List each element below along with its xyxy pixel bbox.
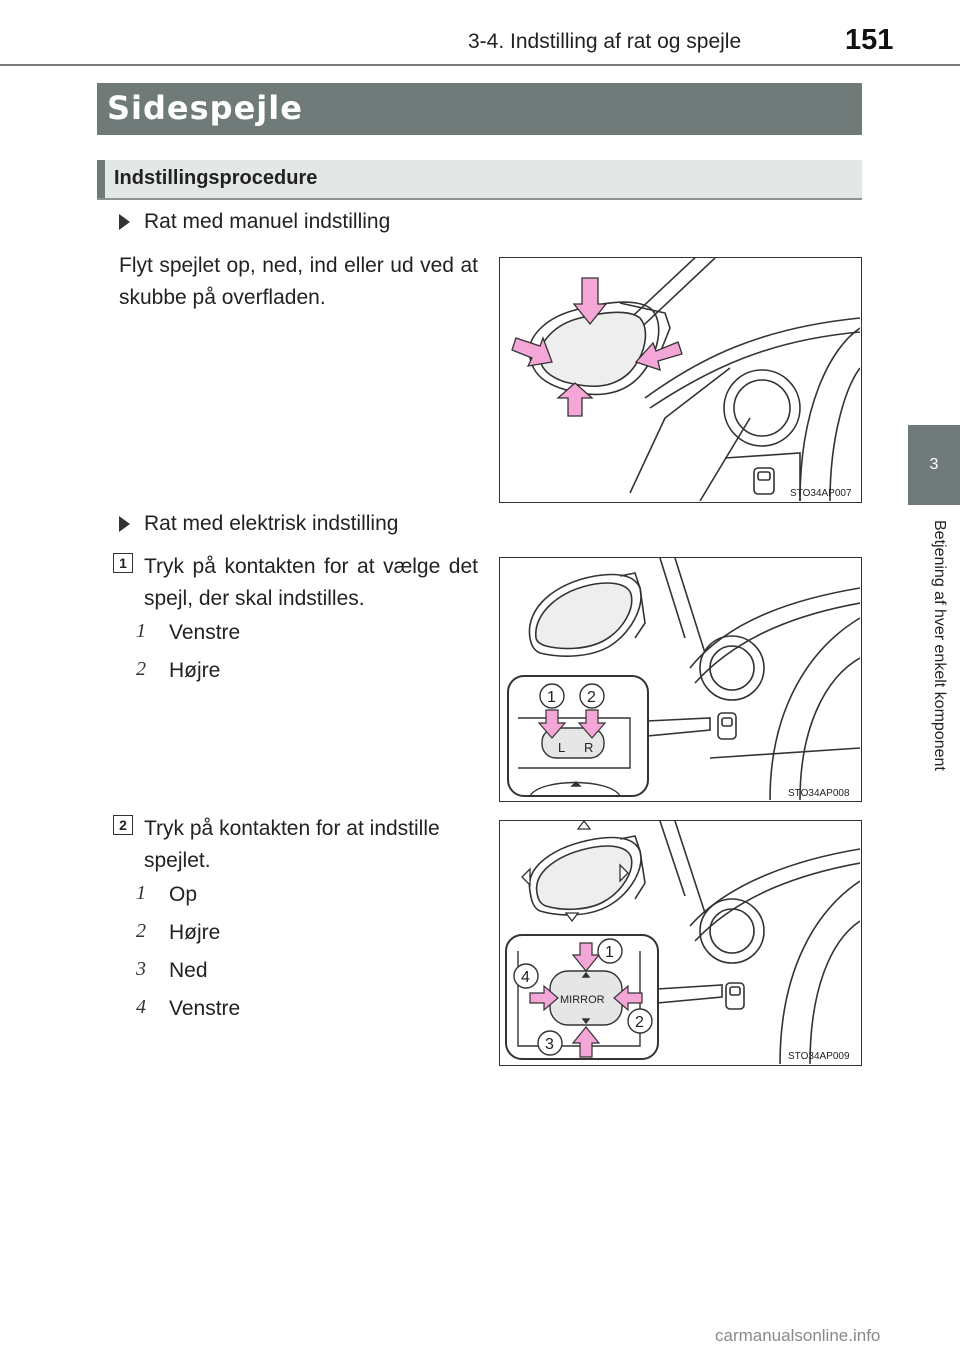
- step-2-item-2-number: 2: [136, 920, 146, 942]
- switch-right-label: R: [584, 740, 593, 755]
- mirror-switch-label: MIRROR: [560, 994, 605, 1006]
- figure-label-up: 1: [605, 944, 614, 961]
- step-2-marker: 2: [113, 815, 133, 835]
- figure-label-2: 2: [587, 689, 596, 706]
- step-1-text: Tryk på kontakten for at vælge det spejl…: [144, 555, 478, 610]
- step-2-item-3-number: 3: [136, 958, 146, 980]
- watermark: carmanualsonline.info: [715, 1326, 881, 1345]
- chapter-label: Betjening af hver enkelt komponent: [931, 520, 948, 771]
- manual-instruction: Flyt spejlet op, ned, ind eller ud ved a…: [119, 254, 478, 309]
- figure-label-down: 3: [545, 1036, 554, 1053]
- adjust-mirror-illustration: MIRROR 1 2 3 4 STO34AP009: [505, 819, 861, 1065]
- figure-manual-mirror: STO34AP007: [499, 252, 862, 503]
- step-1-item-1-number: 1: [136, 620, 146, 642]
- step-1-marker: 1: [113, 553, 133, 573]
- header-rule: [0, 64, 960, 66]
- subtitle-bar: Indstillingsprocedure: [97, 160, 862, 200]
- step-2-item-1-label: Op: [169, 883, 198, 906]
- bullet-manual-label: Rat med manuel indstilling: [144, 210, 391, 233]
- section-heading: 3-4. Indstilling af rat og spejle: [468, 30, 742, 53]
- figure-label-1: 1: [547, 689, 556, 706]
- step-2-item-2-label: Højre: [169, 921, 221, 944]
- step-1-item-2-label: Højre: [169, 659, 221, 682]
- step-1-item-2-number: 2: [136, 658, 146, 680]
- step-2-item-1-number: 1: [136, 882, 146, 904]
- figure-code-008: STO34AP008: [788, 788, 850, 799]
- figure-label-right: 2: [635, 1014, 644, 1031]
- subtitle: Indstillingsprocedure: [114, 167, 318, 189]
- figure-adjust-mirror: MIRROR 1 2 3 4 STO34AP009: [499, 819, 862, 1066]
- manual-mirror-illustration: STO34AP007: [511, 252, 861, 502]
- step-1-item-1-label: Venstre: [169, 621, 241, 644]
- figure-select-mirror: 1 2 L R STO34AP008: [499, 557, 862, 802]
- bullet-manual: Rat med manuel indstilling: [119, 210, 390, 234]
- page-number: 151: [845, 24, 894, 56]
- figure-label-left: 4: [521, 969, 530, 986]
- figure-code-007: STO34AP007: [790, 488, 852, 499]
- bullet-electric: Rat med elektrisk indstilling: [119, 512, 398, 536]
- figure-code-009: STO34AP009: [788, 1051, 850, 1062]
- select-mirror-illustration: 1 2 L R STO34AP008: [507, 557, 861, 801]
- step-2-item-4-number: 4: [136, 996, 146, 1018]
- step-2-item-3-label: Ned: [169, 959, 208, 982]
- subtitle-accent: [97, 160, 105, 198]
- switch-left-label: L: [558, 740, 565, 755]
- step-2-item-4-label: Venstre: [169, 997, 241, 1020]
- step-2-text: Tryk på kontakten for at indstille spejl…: [144, 817, 440, 872]
- bullet-electric-label: Rat med elektrisk indstilling: [144, 512, 399, 535]
- bullet-triangle-icon: [119, 516, 130, 532]
- page-title-bar: Sidespejle: [97, 83, 862, 135]
- page-title: Sidespejle: [107, 89, 303, 127]
- bullet-triangle-icon: [119, 214, 130, 230]
- chapter-tab: 3: [908, 425, 960, 505]
